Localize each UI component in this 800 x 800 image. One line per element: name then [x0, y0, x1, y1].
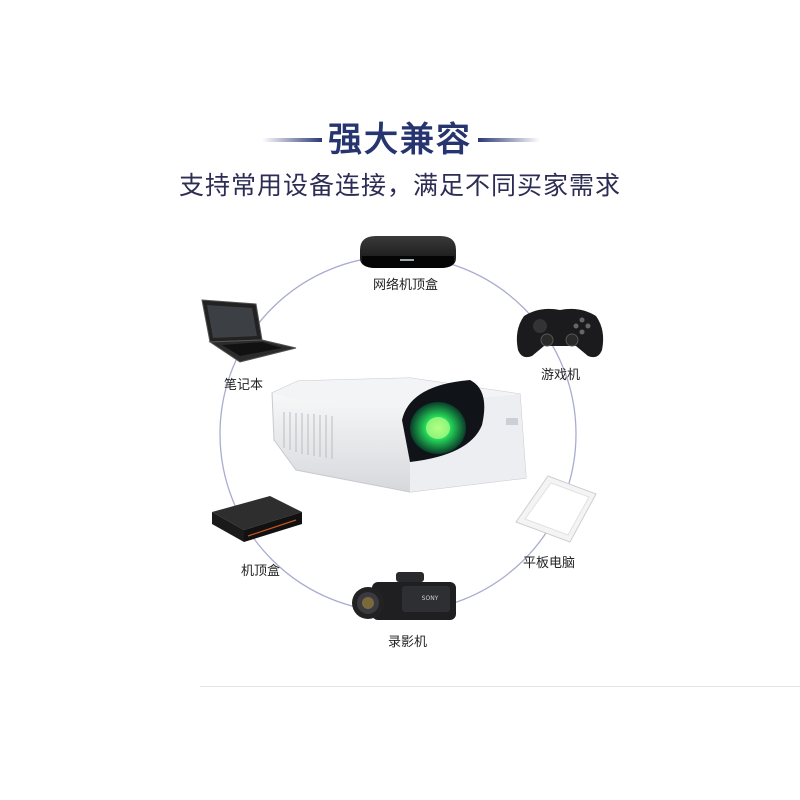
- camcorder-image: SONY: [352, 572, 456, 620]
- label-network-settop-box: 网络机顶盒: [373, 278, 439, 293]
- page-subtitle: 支持常用设备连接，满足不同买家需求: [178, 171, 621, 200]
- network-settop-box-image: [360, 236, 456, 268]
- settop-box-image: [212, 496, 302, 542]
- tablet-image: [515, 475, 597, 543]
- label-settop-box: 机顶盒: [241, 564, 281, 579]
- title-decoration-left: [262, 138, 322, 142]
- label-camcorder: 录影机: [388, 635, 428, 650]
- title-decoration-right: [478, 138, 540, 142]
- divider: [200, 686, 800, 687]
- label-gamepad: 游戏机: [541, 368, 581, 383]
- title-row: 强大兼容: [0, 112, 800, 168]
- gamepad-image: [516, 308, 604, 358]
- label-tablet: 平板电脑: [523, 556, 576, 571]
- camcorder-brand: SONY: [422, 595, 439, 602]
- label-laptop: 笔记本: [224, 378, 264, 393]
- page-title: 强大兼容: [328, 120, 472, 160]
- projector-image: [271, 377, 527, 493]
- laptop-image: [201, 299, 297, 363]
